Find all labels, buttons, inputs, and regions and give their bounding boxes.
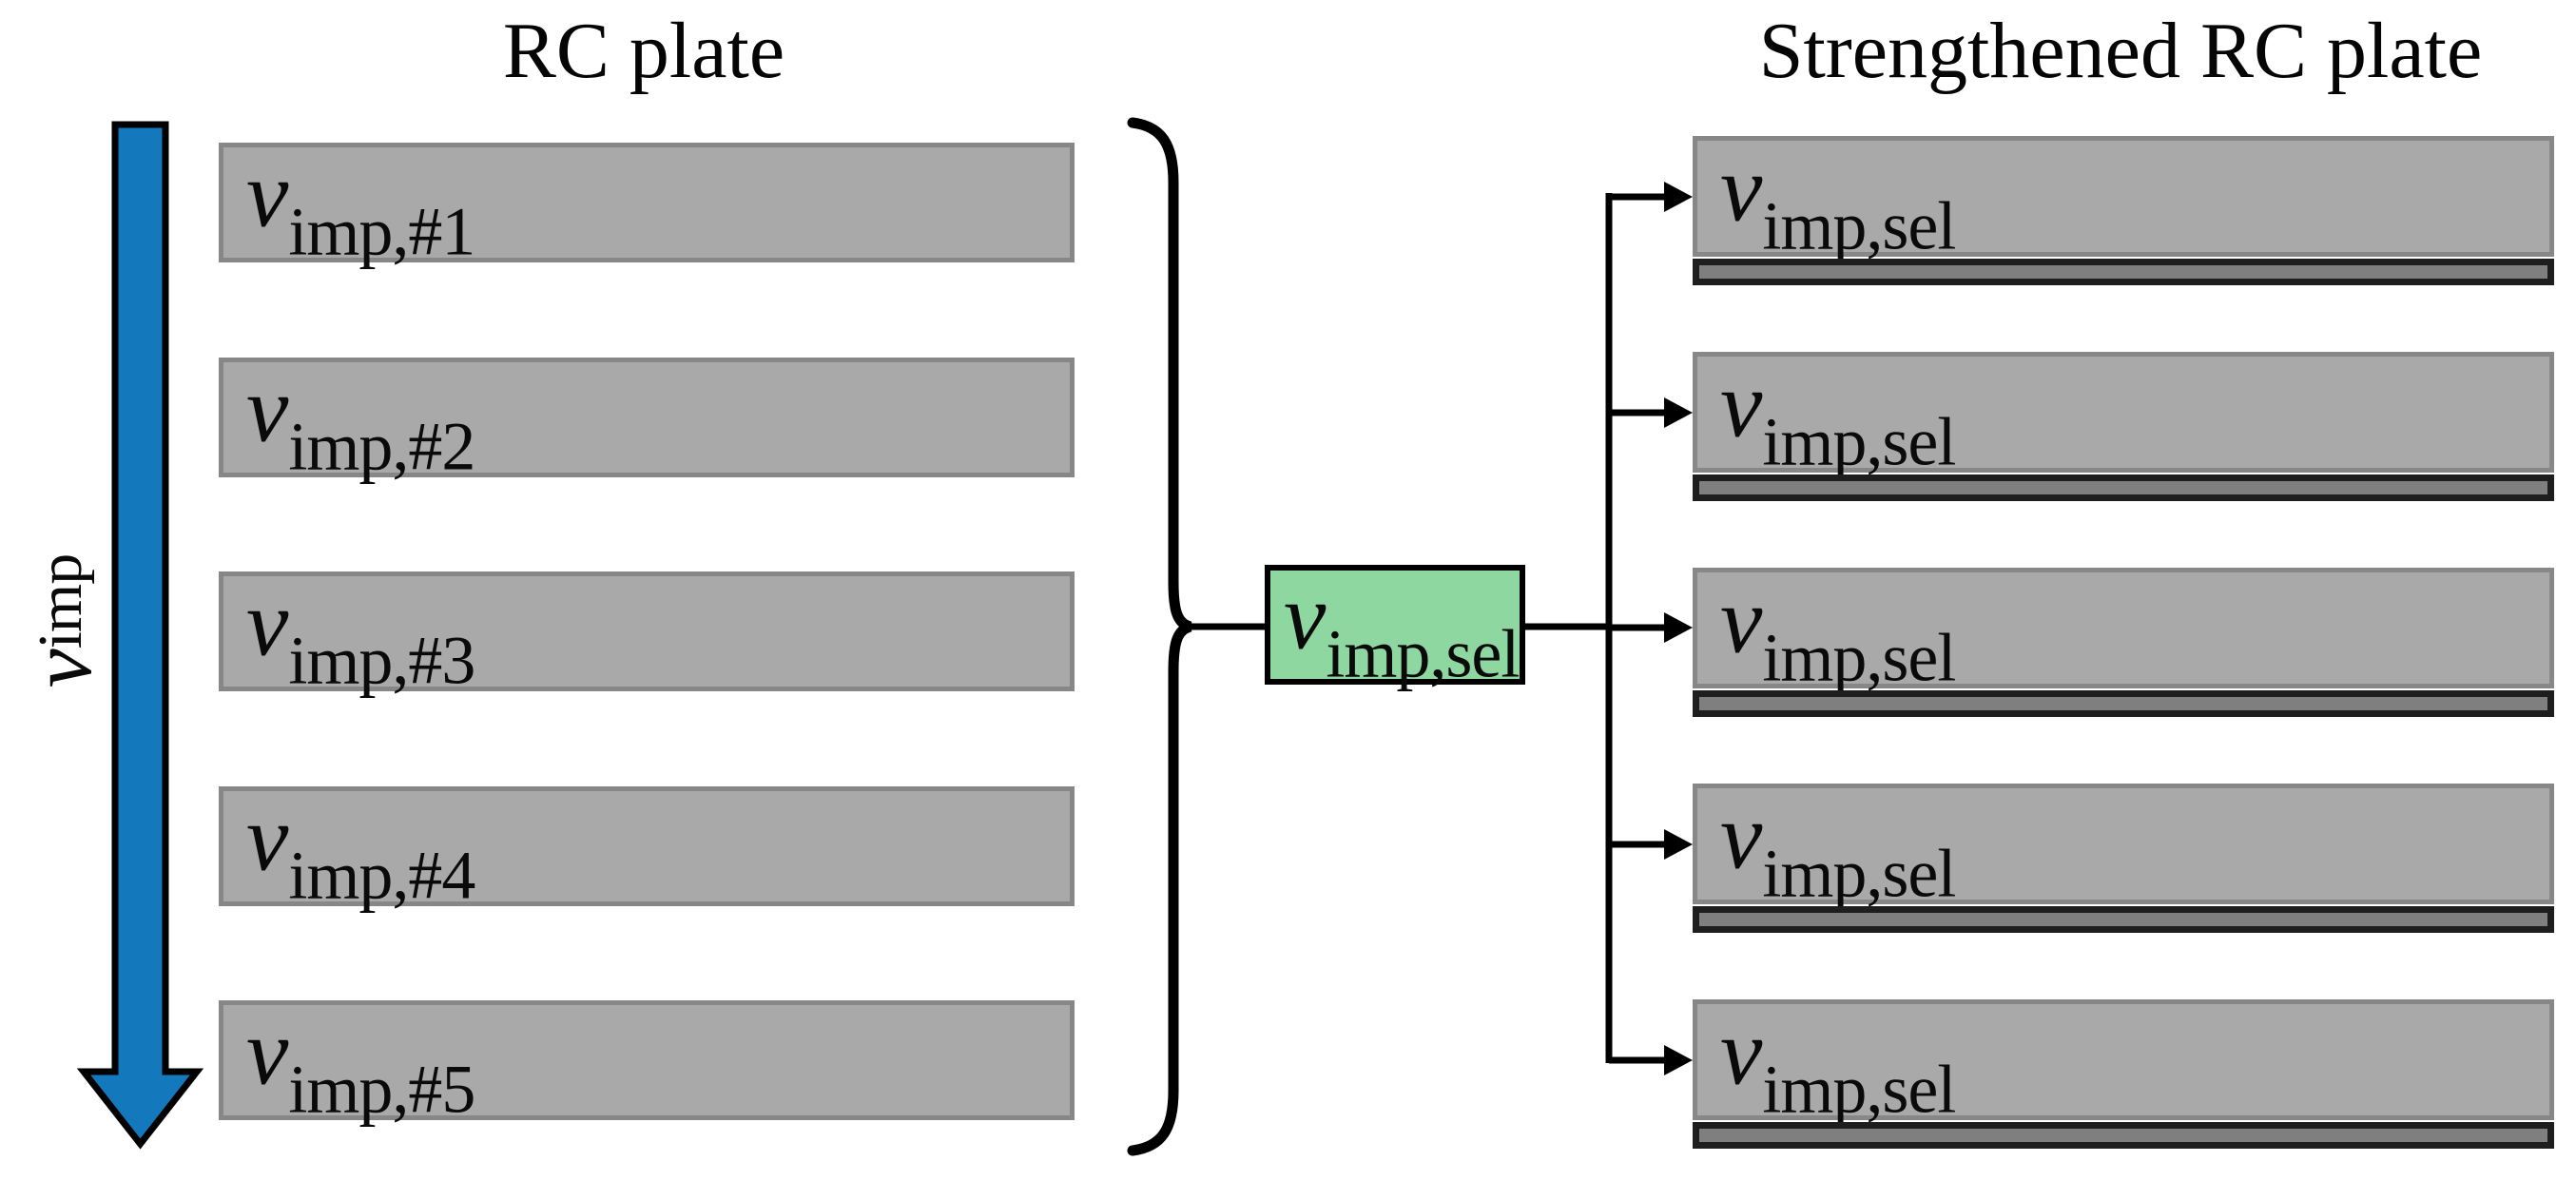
plate-label-var: v	[1720, 567, 1763, 672]
strengthening-strip-2	[1693, 474, 2554, 501]
left-section-title: RC plate	[502, 7, 785, 95]
plate-label-subscript: imp,sel	[1762, 187, 1956, 263]
branch-arrow-1	[1609, 182, 1693, 212]
plate-label-var: v	[1720, 351, 1763, 456]
right-section-title: Strengthened RC plate	[1758, 7, 2483, 95]
plate-label-subscript: imp,#3	[288, 622, 475, 699]
plate-label-subscript: imp,#4	[288, 837, 475, 914]
plate-label-var: v	[246, 784, 289, 891]
rc-plate-3: vimp,#3	[219, 571, 1075, 695]
plate-label-var: v	[1720, 783, 1763, 888]
branch-arrow-5	[1609, 1045, 1693, 1075]
plate-label-subscript: imp,sel	[1762, 835, 1956, 911]
selected-velocity-label: vimp,sel	[1284, 569, 1520, 688]
strengthened-plate-5-label: vimp,sel	[1720, 1004, 1956, 1124]
rc-plate-4: vimp,#4	[219, 786, 1075, 910]
branch-arrow-3-head	[1664, 612, 1693, 643]
plate-label-subscript: imp,#5	[288, 1051, 475, 1128]
rc-plate-5-label: vimp,#5	[246, 1004, 475, 1124]
axis-label-subscript: imp	[26, 553, 95, 649]
strengthening-strip-4	[1693, 906, 2554, 933]
branch-arrow-2-head	[1664, 397, 1693, 428]
branch-arrow-4-head	[1664, 829, 1693, 860]
grouping-brace-icon	[1127, 117, 1192, 1156]
plate-label-var: v	[246, 998, 289, 1105]
selector-label-subscript: imp,sel	[1326, 615, 1520, 692]
plate-label-subscript: imp,#1	[288, 193, 475, 270]
strengthened-plate-4-label: vimp,sel	[1720, 788, 1956, 908]
strengthened-rc-plate-1: vimp,sel	[1693, 136, 2554, 263]
plate-label-var: v	[246, 356, 289, 462]
plate-label-var: v	[1720, 135, 1763, 241]
plate-label-var: v	[246, 570, 289, 676]
branch-arrow-5-head	[1664, 1045, 1693, 1075]
axis-label-var: v	[12, 649, 109, 688]
plate-label-subscript: imp,sel	[1762, 619, 1956, 695]
rc-plate-1-label: vimp,#1	[246, 146, 475, 266]
strengthening-strip-5	[1693, 1122, 2554, 1149]
strengthened-plate-1-label: vimp,sel	[1720, 141, 1956, 263]
strengthened-plate-2-label: vimp,sel	[1720, 357, 1956, 476]
selected-velocity-box: vimp,sel	[1265, 565, 1525, 688]
selector-label-var: v	[1284, 563, 1327, 669]
plate-label-var: v	[1720, 998, 1763, 1104]
branch-arrow-1-head	[1664, 182, 1693, 212]
strengthened-rc-plate-3: vimp,sel	[1693, 568, 2554, 692]
rc-plate-3-label: vimp,#3	[246, 575, 475, 695]
strengthened-rc-plate-2: vimp,sel	[1693, 352, 2554, 476]
strengthened-rc-plate-4: vimp,sel	[1693, 784, 2554, 908]
rc-plate-2-label: vimp,#2	[246, 361, 475, 481]
branch-arrow-3	[1609, 612, 1693, 643]
rc-plate-2: vimp,#2	[219, 358, 1075, 481]
branch-arrow-2	[1609, 397, 1693, 428]
rc-plate-4-label: vimp,#4	[246, 790, 475, 910]
strengthening-strip-3	[1693, 690, 2554, 717]
strengthened-rc-plate-5: vimp,sel	[1693, 999, 2554, 1124]
plate-label-var: v	[246, 141, 289, 247]
plate-label-subscript: imp,sel	[1762, 1051, 1956, 1127]
rc-plate-5: vimp,#5	[219, 1000, 1075, 1124]
branch-arrow-4	[1609, 829, 1693, 860]
strengthening-strip-1	[1693, 259, 2554, 285]
plate-label-subscript: imp,sel	[1762, 403, 1956, 479]
plate-label-subscript: imp,#2	[288, 408, 475, 485]
strengthened-plate-3-label: vimp,sel	[1720, 572, 1956, 692]
rc-plate-1: vimp,#1	[219, 143, 1075, 266]
